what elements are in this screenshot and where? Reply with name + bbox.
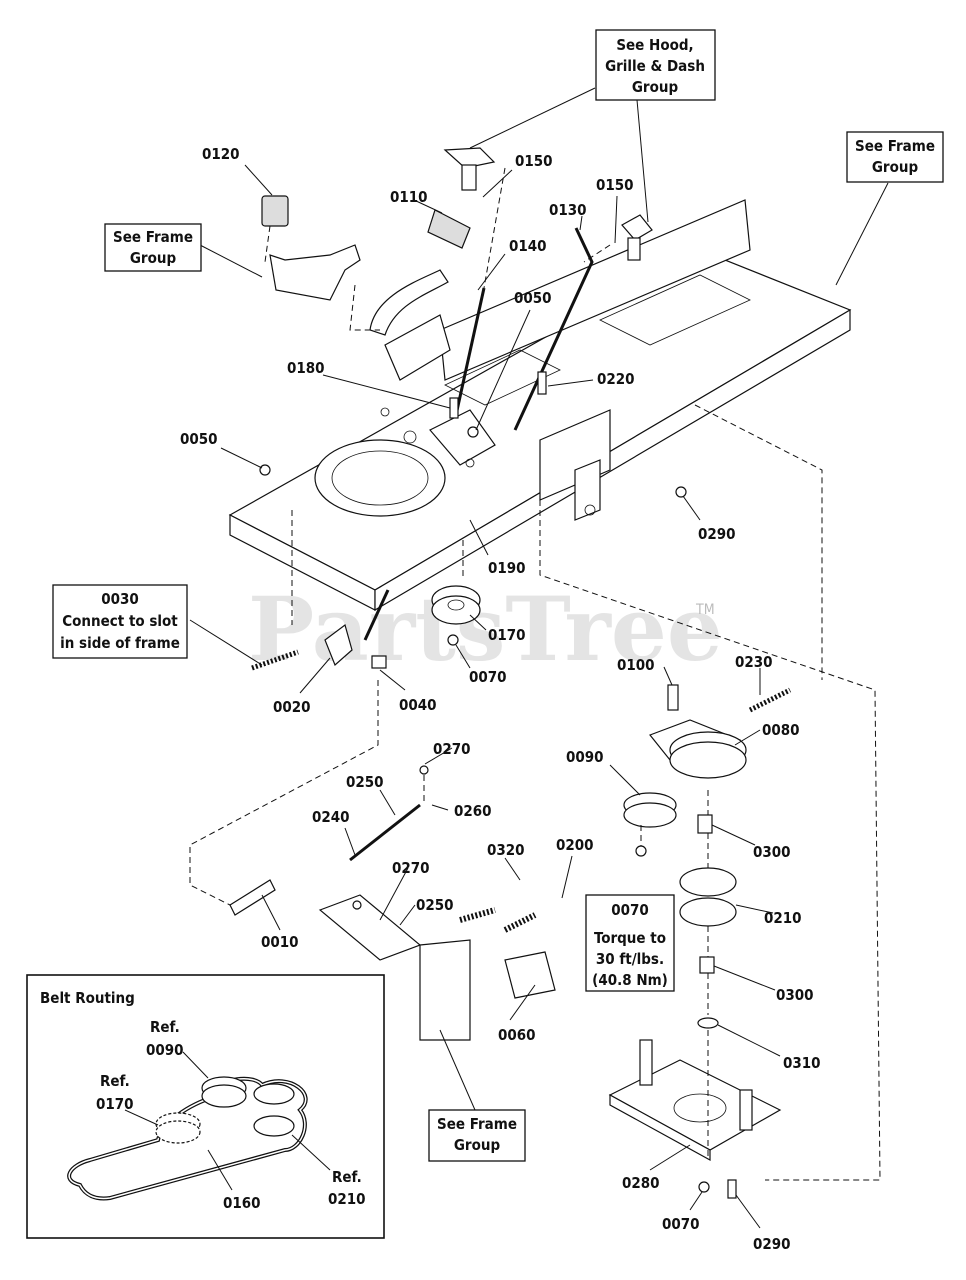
callout-frame-top-right: See Frame Group [846,131,944,183]
belt-routing-inset: Belt Routing Ref. 0090 Ref. 0170 0160 Re… [26,974,385,1239]
svg-text:See Frame: See Frame [113,228,193,246]
belt-ref-0210-line1: Ref. [332,1168,362,1186]
belt-ref-0090-line2: 0090 [146,1041,184,1059]
idler-arm-assembly-drawing [623,684,792,1029]
part-label-0170: 0170 [488,626,526,644]
part-label-0180: 0180 [287,359,325,377]
part-label-0110: 0110 [390,188,428,206]
belt-ref-0090-line1: Ref. [150,1018,180,1036]
svg-text:30 ft/lbs.: 30 ft/lbs. [596,950,664,968]
part-label-0270-a: 0270 [433,740,471,758]
leader-lines [189,87,889,1229]
callout-0070-torque: 0070 Torque to 30 ft/lbs. (40.8 Nm) [585,894,675,992]
belt-label-0160: 0160 [223,1194,261,1212]
svg-text:Group: Group [872,158,919,176]
callout-0030-connect-slot: 0030 Connect to slot in side of frame [52,584,188,659]
part-label-0070-a: 0070 [469,668,507,686]
part-label-0130: 0130 [549,201,587,219]
part-label-0300-a: 0300 [753,843,791,861]
callout-hood-grille-dash: See Hood, Grille & Dash Group [595,29,716,101]
part-label-0070-c: 0070 [662,1215,700,1233]
rod-0020-drawing [363,589,390,641]
part-label-0020: 0020 [273,698,311,716]
part-label-0220: 0220 [597,370,635,388]
belt-ref-0210-line2: 0210 [328,1190,366,1208]
part-label-0010: 0010 [261,933,299,951]
part-label-0290-b: 0290 [753,1235,791,1253]
part-label-0090: 0090 [566,748,604,766]
part-label-0280: 0280 [622,1174,660,1192]
svg-text:See Frame: See Frame [855,137,935,155]
part-label-0100: 0100 [617,656,655,674]
callout-frame-bottom: See Frame Group [428,1109,526,1162]
part-label-0120: 0120 [202,145,240,163]
lever-handle-drawing [369,209,471,381]
rod-0140-drawing [454,287,486,416]
svg-text:Group: Group [632,78,679,96]
pedal-linkage-drawing [229,765,556,1041]
part-label-0200: 0200 [556,836,594,854]
part-label-0270-b: 0270 [392,859,430,877]
svg-text:Group: Group [130,249,177,267]
part-label-0190: 0190 [488,559,526,577]
part-label-0140: 0140 [509,237,547,255]
callout-frame-left: See Frame Group [104,223,202,272]
svg-text:in side of frame: in side of frame [60,634,180,652]
part-label-0230: 0230 [735,653,773,671]
svg-text:0030: 0030 [101,590,139,608]
part-label-0150-a: 0150 [515,152,553,170]
belt-routing-title: Belt Routing [40,989,135,1007]
part-label-0300-b: 0300 [776,986,814,1004]
dashed-connectors [189,167,881,1181]
part-label-0050-b: 0050 [180,430,218,448]
part-label-0290-a: 0290 [698,525,736,543]
svg-text:See Hood,: See Hood, [616,36,693,54]
part-label-0040: 0040 [399,696,437,714]
svg-text:0070: 0070 [611,901,649,919]
part-label-0260: 0260 [454,802,492,820]
svg-text:Torque to: Torque to [594,929,666,947]
belt-pulley-0210 [253,1083,295,1105]
part-label-0250-b: 0250 [416,896,454,914]
part-label-0210: 0210 [764,909,802,927]
part-label-0240: 0240 [312,808,350,826]
svg-text:(40.8 Nm): (40.8 Nm) [592,971,668,989]
belt-ref-0170-line1: Ref. [100,1072,130,1090]
frame-drawing [228,199,852,612]
svg-text:Connect to slot: Connect to slot [62,612,178,630]
part-label-0150-b: 0150 [596,176,634,194]
part-label-0050-a: 0050 [514,289,552,307]
part-label-0320: 0320 [487,841,525,859]
dash-lever-drawing [443,147,653,261]
svg-text:Group: Group [454,1136,501,1154]
mounting-bracket-drawing [608,1039,782,1199]
brake-pedal-drawing [261,195,361,301]
belt-ref-0170-line2: 0170 [96,1095,134,1113]
svg-text:See Frame: See Frame [437,1115,517,1133]
watermark-tm: TM [695,602,715,618]
idler-pulley-0170-drawing [431,585,481,625]
part-label-0060: 0060 [498,1026,536,1044]
part-label-0080: 0080 [762,721,800,739]
idler-bracket-drawing [251,623,387,671]
svg-text:Grille & Dash: Grille & Dash [605,57,705,75]
part-labels: 0120 0150 0150 0110 0130 0140 0050 0220 … [180,145,821,1253]
part-label-0310: 0310 [783,1054,821,1072]
part-label-0250-a: 0250 [346,773,384,791]
